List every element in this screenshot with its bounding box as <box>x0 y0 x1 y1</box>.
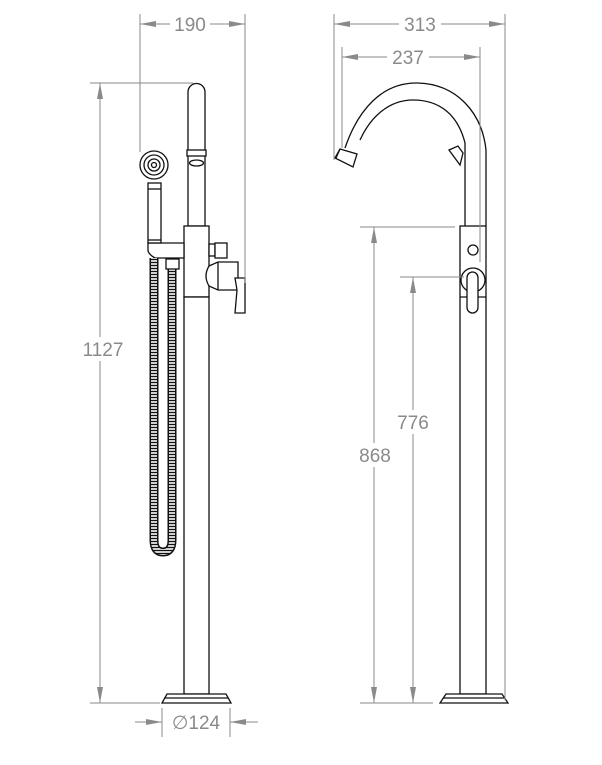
pole <box>183 296 210 695</box>
valve-body <box>183 225 210 298</box>
right-view-faucet <box>334 82 510 704</box>
hose-connector <box>165 258 180 270</box>
dimension-313-label: 313 <box>404 15 436 36</box>
valve-cartridge <box>205 261 239 291</box>
hand-shower-side <box>447 145 464 167</box>
dimension-diameter-124: ∅124 <box>135 708 258 737</box>
shower-hose <box>151 258 175 556</box>
dimension-776-label: 776 <box>397 413 429 434</box>
dimension-124-label: ∅124 <box>172 713 221 734</box>
dimension-237-label: 237 <box>392 48 424 69</box>
dimension-868-label: 868 <box>359 446 391 467</box>
dimension-237: 237 <box>341 45 481 262</box>
dimension-1127-label: 1127 <box>83 340 124 361</box>
dimension-190: 190 <box>139 12 246 283</box>
dimension-776: 776 <box>392 276 464 703</box>
dimension-868: 868 <box>354 226 455 704</box>
dimension-313: 313 <box>333 12 506 700</box>
lever <box>466 271 479 314</box>
dimension-1127: 1127 <box>80 82 193 704</box>
lever-handle <box>234 277 246 314</box>
left-view-faucet <box>139 82 246 704</box>
hand-shower-handle <box>147 182 162 244</box>
shower-holder <box>147 242 185 259</box>
dimension-190-label: 190 <box>174 15 206 36</box>
knob <box>467 244 479 256</box>
